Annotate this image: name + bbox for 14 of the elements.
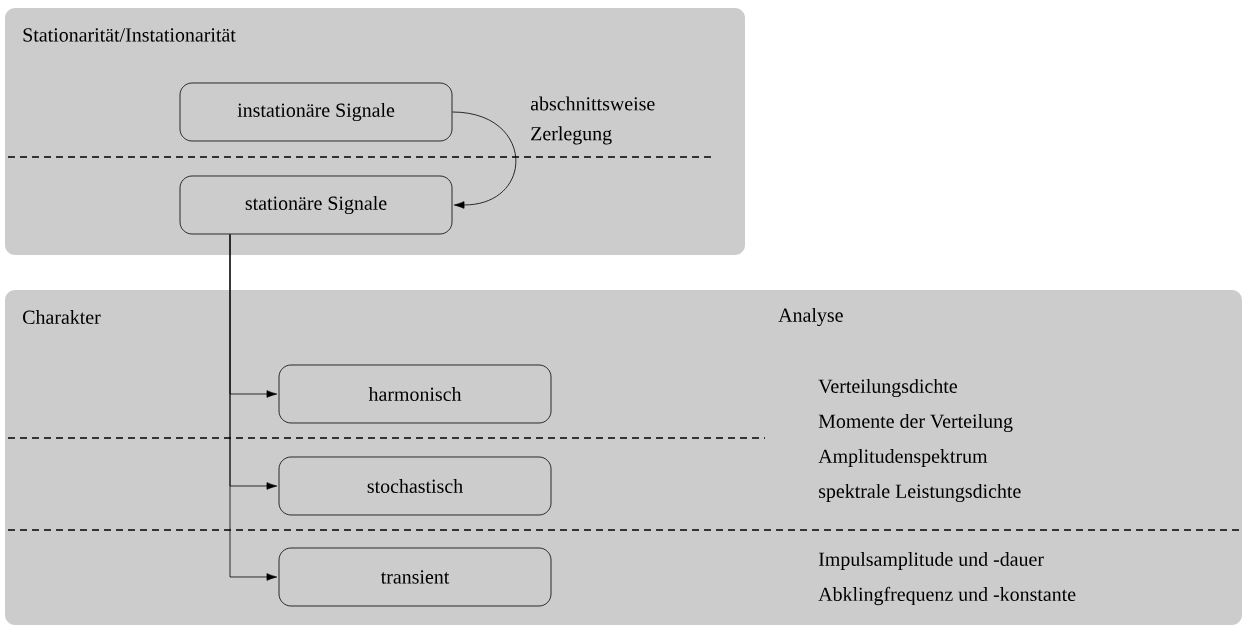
analysis-text: Abklingfrequenz und -konstante [818,586,1076,606]
analysis-text: Verteilungsdichte [818,378,957,398]
analysis-text: spektrale Leistungsdichte [819,483,1021,503]
analysis-text: Momente der Verteilung [818,413,1013,433]
rounded-box: stationäre Signale [179,175,453,235]
rounded-box: transient [278,547,552,607]
rounded-box: instationäre Signale [179,82,453,142]
analysis-text: Impulsamplitude und -dauer [818,551,1044,570]
edge-label: abschnittsweise Zerlegung [530,96,655,145]
analysis-text: Amplitudenspektrum [818,448,988,467]
arrow [452,111,517,209]
rounded-box: stochastisch [278,456,552,516]
rounded-box: harmonisch [278,364,552,424]
arrow [229,234,278,581]
